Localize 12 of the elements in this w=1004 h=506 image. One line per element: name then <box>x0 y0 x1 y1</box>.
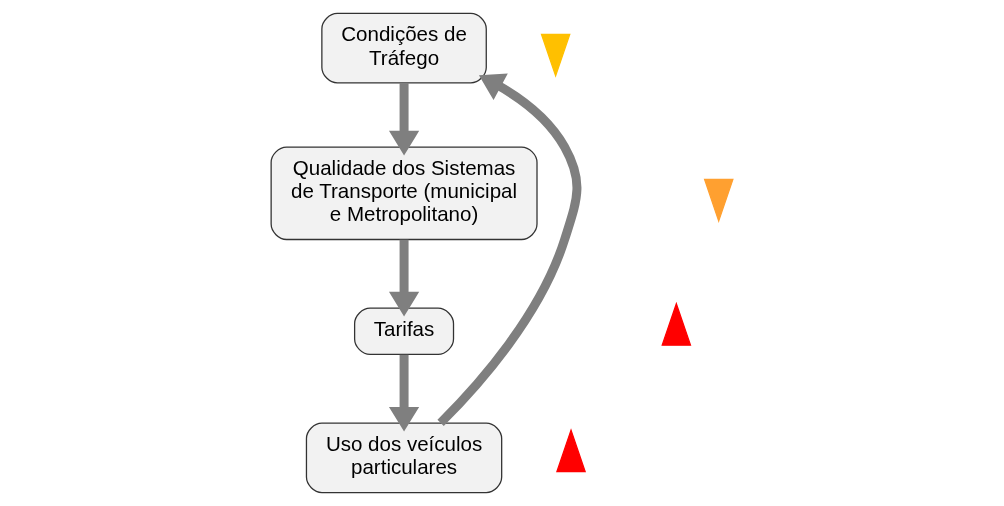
node-box: Uso dos veículos particulares <box>305 422 503 494</box>
node-arrow <box>556 428 587 473</box>
node-box: Qualidade dos Sistemas de Transporte (municipal e Metropolitano) <box>270 146 538 241</box>
node-box: Tarifas <box>354 307 455 356</box>
arrow <box>437 73 582 426</box>
arrow <box>388 354 420 432</box>
node-box: Condições de Tráfego <box>321 12 487 84</box>
node-arrow <box>703 178 734 223</box>
node-arrow <box>661 301 692 346</box>
arrow <box>388 239 420 317</box>
node-arrow <box>540 33 571 78</box>
arrow <box>388 82 420 156</box>
